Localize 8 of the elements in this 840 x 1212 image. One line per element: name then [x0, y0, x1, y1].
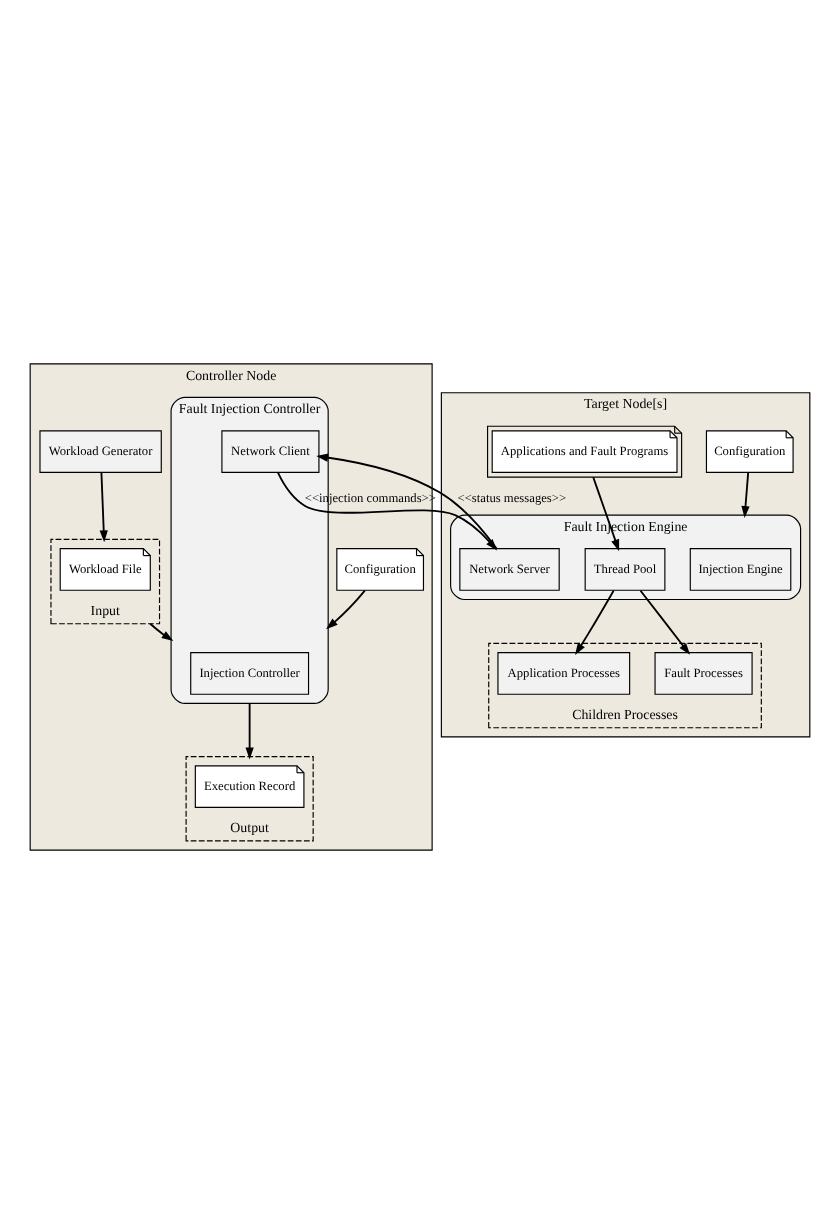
- arrow: [575, 588, 615, 654]
- arrow: [592, 475, 620, 551]
- arrow: [741, 471, 750, 517]
- arrow: [326, 588, 366, 629]
- arrow: [639, 588, 691, 654]
- arrow: [245, 701, 254, 759]
- arrow: [99, 471, 108, 542]
- arrow: [149, 621, 174, 641]
